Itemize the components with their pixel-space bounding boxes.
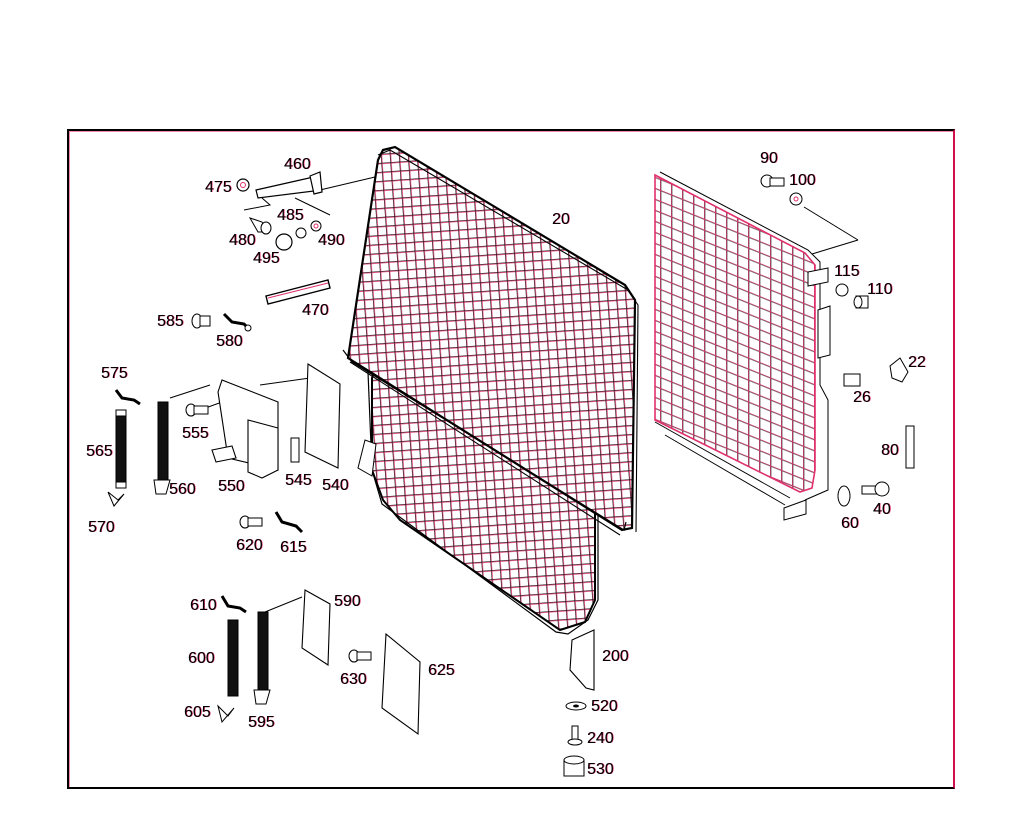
callout-560: 560 <box>169 481 196 498</box>
part-485-nut <box>295 227 307 239</box>
callout-22: 22 <box>908 354 926 371</box>
part-100-washer <box>789 192 803 206</box>
part-585-plug <box>191 313 211 329</box>
callout-485: 485 <box>277 207 304 224</box>
part-545-pad <box>290 437 300 463</box>
callout-615: 615 <box>280 539 307 556</box>
part-630-screw <box>348 649 372 663</box>
part-520-washer <box>565 701 587 711</box>
callout-20: 20 <box>552 211 570 228</box>
part-26-sleeve <box>843 373 861 387</box>
part-60-washer <box>837 485 851 507</box>
callout-470: 470 <box>302 302 329 319</box>
part-110-bushing <box>853 295 869 309</box>
callout-490: 490 <box>318 232 345 249</box>
callout-580: 580 <box>216 333 243 350</box>
callout-565: 565 <box>86 443 113 460</box>
callout-480: 480 <box>229 232 256 249</box>
callout-625: 625 <box>428 662 455 679</box>
part-555-screw <box>185 403 209 417</box>
part-600-strap <box>227 619 239 697</box>
part-565-strap <box>115 409 127 489</box>
callout-90: 90 <box>760 150 778 167</box>
callout-620: 620 <box>236 537 263 554</box>
callout-475: 475 <box>205 179 232 196</box>
part-480-bolt <box>248 217 272 235</box>
callout-240: 240 <box>587 730 614 747</box>
part-22-clip <box>889 357 909 383</box>
leader-lines <box>169 176 859 613</box>
diagram-frame <box>67 129 955 789</box>
part-610-clip <box>220 595 247 614</box>
part-615-clip <box>274 511 304 534</box>
part-40-bolt <box>861 481 890 497</box>
part-560-strap <box>153 401 171 495</box>
callout-575: 575 <box>101 365 128 382</box>
callout-40: 40 <box>873 501 891 518</box>
callout-610: 610 <box>190 597 217 614</box>
callout-600: 600 <box>188 650 215 667</box>
part-495-bushing <box>275 233 293 251</box>
callout-60: 60 <box>841 515 859 532</box>
part-580-clip <box>222 312 252 332</box>
callout-530: 530 <box>587 761 614 778</box>
grille-upper-panel <box>342 145 639 536</box>
callout-590: 590 <box>334 593 361 610</box>
part-590-plate <box>301 589 331 666</box>
part-475-washer <box>236 178 250 192</box>
callout-595: 595 <box>248 714 275 731</box>
part-240-stud <box>567 725 583 746</box>
callout-605: 605 <box>184 704 211 721</box>
callout-115: 115 <box>834 263 860 280</box>
part-200-bracket <box>569 629 595 691</box>
callout-110: 110 <box>867 281 893 298</box>
part-115-washer <box>835 283 849 297</box>
callout-26: 26 <box>853 389 871 406</box>
part-460-bracket <box>255 171 323 199</box>
callout-555: 555 <box>182 425 209 442</box>
part-595-strap <box>253 611 271 705</box>
part-625-plate <box>381 632 421 736</box>
part-530-cap <box>563 755 585 777</box>
part-80-strip <box>905 425 915 469</box>
part-540-plate <box>304 363 341 469</box>
part-570-hook <box>107 491 125 507</box>
callout-550: 550 <box>218 478 245 495</box>
callout-545: 545 <box>285 472 312 489</box>
callout-540: 540 <box>322 477 349 494</box>
grille-rear-panel <box>654 171 831 521</box>
callout-585: 585 <box>157 313 184 330</box>
callout-520: 520 <box>591 698 618 715</box>
part-490-washer <box>310 220 322 232</box>
part-550-housing <box>211 379 279 479</box>
part-575-clip <box>114 389 141 406</box>
callout-460: 460 <box>284 156 311 173</box>
callout-570: 570 <box>88 519 115 536</box>
part-90-bolt <box>760 174 785 188</box>
callout-630: 630 <box>340 671 367 688</box>
callout-100: 100 <box>789 172 816 189</box>
part-605-hook <box>217 704 235 724</box>
callout-200: 200 <box>602 648 629 665</box>
part-620-screw <box>239 515 263 529</box>
callout-80: 80 <box>881 442 899 459</box>
part-470-strip <box>265 279 331 305</box>
callout-495: 495 <box>253 250 280 267</box>
